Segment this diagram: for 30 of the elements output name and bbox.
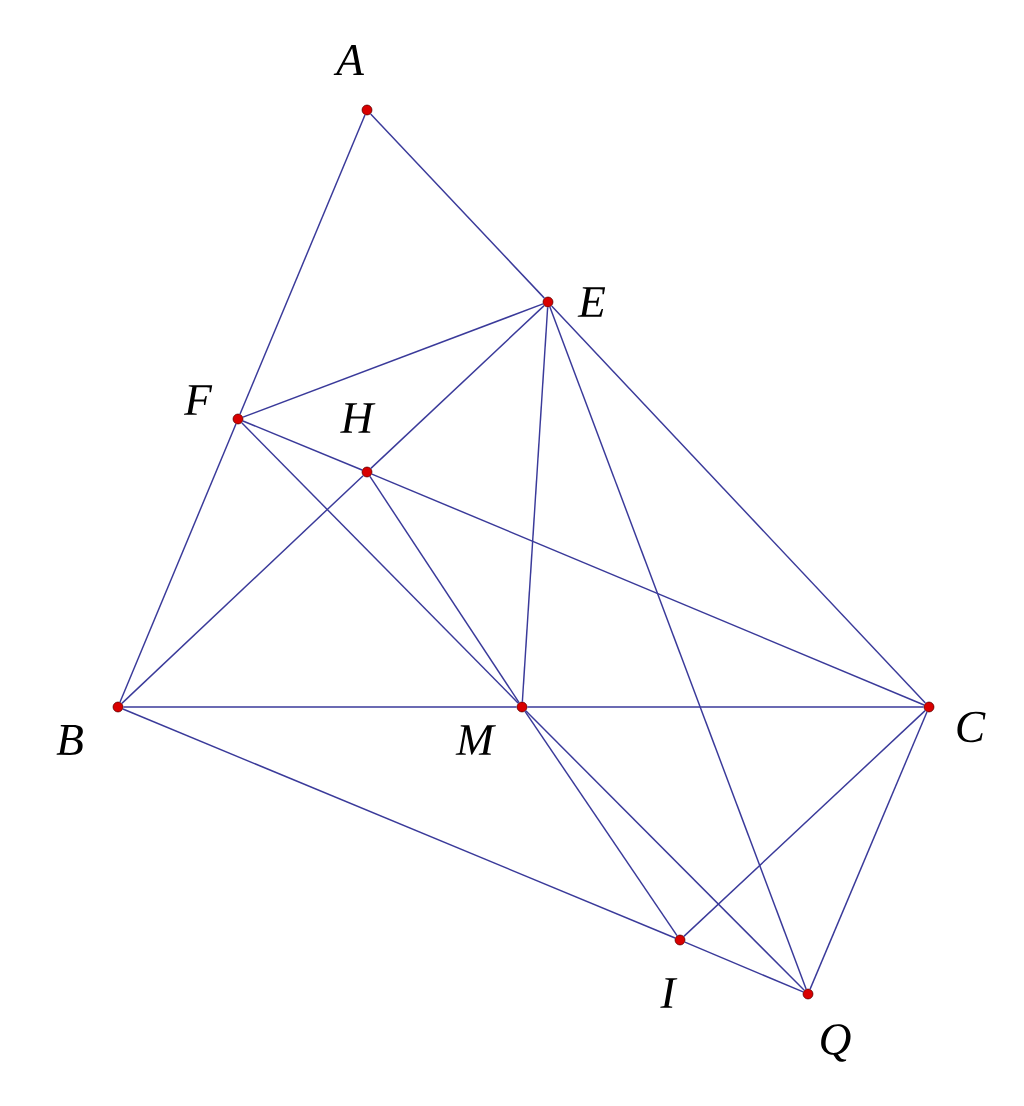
line-segment <box>683 709 926 938</box>
line-segment <box>550 305 927 704</box>
line-segment <box>119 423 237 703</box>
line-segment <box>241 422 519 704</box>
line-segment <box>549 306 807 990</box>
line-segment <box>122 708 676 939</box>
point-label: A <box>333 45 364 75</box>
line-segment <box>524 710 678 937</box>
point-label: E <box>577 287 606 317</box>
line-segment <box>122 706 518 708</box>
line-segment <box>684 941 804 993</box>
point-label: M <box>455 725 496 755</box>
point-label: I <box>660 978 678 1008</box>
point-label: B <box>56 725 83 755</box>
line-segment <box>809 711 928 990</box>
line-segment <box>369 475 520 704</box>
line-segment <box>526 706 925 708</box>
point-label: Q <box>821 1024 851 1062</box>
line-segment <box>121 474 364 705</box>
point-label: C <box>957 711 986 743</box>
line-segment <box>369 113 546 299</box>
point-label: F <box>183 385 213 415</box>
line-segment <box>242 420 363 471</box>
line-segment <box>370 304 545 470</box>
point-label: H <box>340 403 376 433</box>
line-segment <box>371 473 925 706</box>
line-segment <box>242 303 544 418</box>
line-segment <box>525 710 805 991</box>
line-segment <box>521 306 549 703</box>
line-segment <box>239 114 366 415</box>
